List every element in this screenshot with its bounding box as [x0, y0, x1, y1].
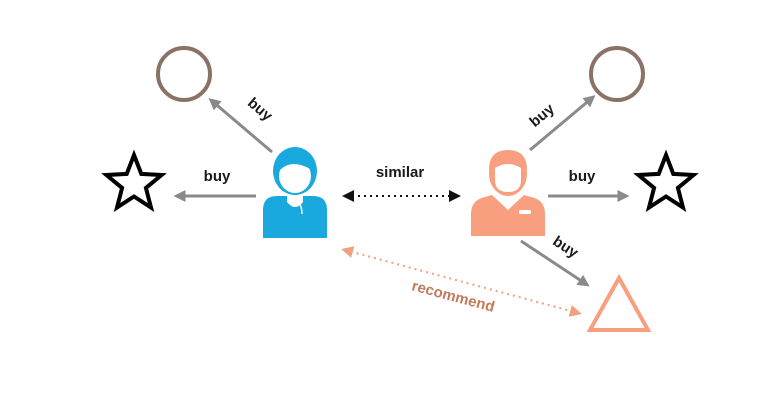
- buy-label-left-top: buy: [244, 94, 276, 125]
- buy-label-left-mid: buy: [204, 168, 231, 185]
- buy-label-right-top: buy: [526, 100, 558, 131]
- buy-arrow-left-top: [208, 98, 273, 154]
- star-item-icon: [633, 149, 699, 212]
- buy-label-right-bottom: buy: [550, 233, 582, 262]
- circle-item-icon: [156, 46, 212, 102]
- buy-arrow-right-top: [529, 95, 596, 152]
- recommend-arrow: [341, 246, 582, 317]
- female-user-icon: [263, 147, 327, 238]
- recommend-label: recommend: [410, 277, 497, 315]
- star-item-icon: [101, 149, 167, 212]
- triangle-item-icon: [586, 273, 652, 332]
- circle-item-icon: [589, 46, 645, 102]
- similar-label: similar: [376, 164, 425, 181]
- buy-label-right-mid: buy: [569, 168, 596, 185]
- male-user-icon: [471, 150, 545, 236]
